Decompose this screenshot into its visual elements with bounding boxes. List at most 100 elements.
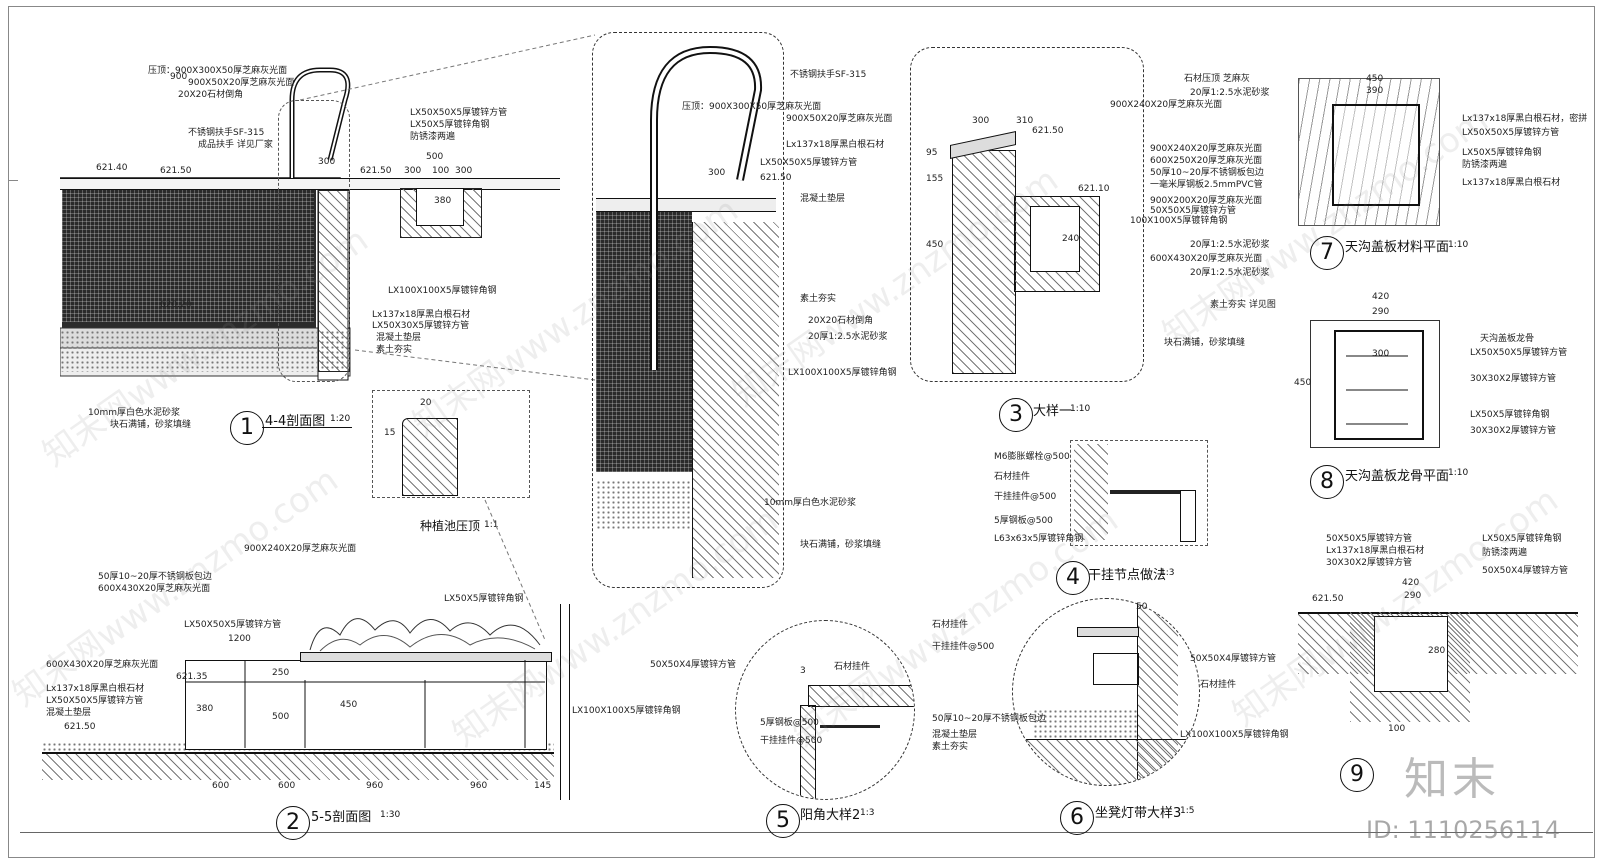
enlarged-note-7: 20X20石材倒角 bbox=[808, 316, 874, 326]
detail-7-scale: 1:10 bbox=[1448, 240, 1469, 250]
s4-note-0: M6膨胀螺栓@500 bbox=[994, 452, 1070, 462]
s2-dim-6: 250 bbox=[272, 668, 290, 678]
s3-note-3: 900X240X20厚芝麻灰光面 bbox=[1150, 144, 1263, 154]
section-5-bracket bbox=[820, 725, 880, 728]
s3-note-12: 20厚1:2.5水泥砂浆 bbox=[1190, 268, 1270, 278]
detail-planter-scale: 1:1 bbox=[484, 520, 499, 530]
s2-note-4: 600X430X20厚芝麻灰光面 bbox=[46, 660, 159, 670]
s4-note-2: 干挂挂件@500 bbox=[994, 492, 1057, 502]
s3-note-10: 20厚1:2.5水泥砂浆 bbox=[1190, 240, 1270, 250]
section-5-stone bbox=[808, 685, 914, 707]
enlarged-note-5: 混凝土垫层 bbox=[800, 194, 846, 204]
planter-cap-dim-v: 15 bbox=[384, 428, 396, 438]
s4-note-3: 5厚钢板@500 bbox=[994, 516, 1053, 526]
section-1-gutter-box bbox=[416, 188, 464, 226]
detail-5-scale: 1:3 bbox=[860, 808, 875, 818]
s1-note-5: LX50X50X5厚镀锌方管 bbox=[410, 108, 508, 118]
s1-dim-1: 300 bbox=[318, 157, 336, 167]
s6-note-6: 石材挂件 bbox=[1200, 680, 1237, 690]
s3-note-4: 600X250X20厚芝麻灰光面 bbox=[1150, 156, 1263, 166]
s1-note-11: 混凝土垫层 bbox=[376, 333, 422, 343]
s8-dim-3: 290 bbox=[1372, 307, 1390, 317]
s1-note-13: 10mm厚白色水泥砂浆 bbox=[88, 408, 180, 418]
s1-note-6: LX50X5厚镀锌角钢 bbox=[410, 120, 490, 130]
enlarged-handrail bbox=[650, 45, 763, 370]
section-4-frame bbox=[1070, 440, 1208, 546]
s3-dim-4: 155 bbox=[926, 174, 944, 184]
s9-dim-1: 420 bbox=[1402, 578, 1420, 588]
s1-note-0: 压顶：900X300X50厚芝麻灰光面 bbox=[148, 66, 288, 76]
s2-note-2: 600X430X20厚芝麻灰光面 bbox=[98, 584, 211, 594]
detail-6-title: 坐凳灯带大样3 bbox=[1095, 806, 1182, 821]
s2-dim-4: 145 bbox=[534, 781, 552, 791]
s9-note-1: Lx137x18厚黑白根石材 bbox=[1326, 546, 1425, 556]
section-2-bench-top bbox=[300, 652, 552, 662]
s1-dim-5: 500 bbox=[426, 152, 444, 162]
detail-6-scale: 1:5 bbox=[1180, 806, 1195, 816]
section-3-outline bbox=[910, 47, 1144, 382]
enlarged-gravel bbox=[596, 480, 692, 530]
s2-dim-2: 960 bbox=[366, 781, 384, 791]
enlarged-section-outline bbox=[592, 32, 784, 588]
enlarged-note-6: 素土夯实 bbox=[800, 294, 837, 304]
s9-note-0: 50X50X5厚镀锌方管 bbox=[1326, 534, 1412, 544]
s6-note-2: 50厚10~20厚不锈钢板包边 bbox=[932, 714, 1046, 724]
s9-dim-0: 621.50 bbox=[1312, 594, 1344, 604]
s2-note-7: 混凝土垫层 bbox=[46, 708, 92, 718]
section-1-side-wall bbox=[318, 190, 350, 372]
s6-note-5: 50X50X4厚镀锌方管 bbox=[1190, 654, 1276, 664]
section-2-right-wall bbox=[560, 604, 570, 800]
s6-note-1: 干挂挂件@500 bbox=[932, 642, 995, 652]
s1-dim-8: 300 bbox=[455, 166, 473, 176]
s4-note-1: 石材挂件 bbox=[994, 472, 1031, 482]
s8-note-2: 30X30X2厚镀锌方管 bbox=[1470, 374, 1556, 384]
section-9-pit-void bbox=[1374, 616, 1448, 692]
s3-dim-7: 240 bbox=[1062, 234, 1080, 244]
s1-dim-3: 621.40 bbox=[96, 163, 128, 173]
s1-note-12: 素土夯实 bbox=[376, 345, 413, 355]
s3-dim-5: 450 bbox=[926, 240, 944, 250]
s6-note-4: 素土夯实 bbox=[932, 742, 969, 752]
detail-2-title: 5-5剖面图 bbox=[311, 810, 372, 825]
section-8-frame bbox=[1310, 320, 1440, 448]
s2-dim-8: 450 bbox=[340, 700, 358, 710]
s1-dim-10: 620.20 bbox=[160, 300, 192, 310]
s5-dim-0: 3 bbox=[800, 666, 806, 676]
s5-note-1: 5厚钢板@500 bbox=[760, 718, 819, 728]
section-2-posts bbox=[185, 660, 545, 748]
section-6-ground bbox=[1013, 739, 1199, 785]
section-1-gravel bbox=[60, 330, 350, 372]
s3-note-1: 20厚1:2.5水泥砂浆 bbox=[1190, 88, 1270, 98]
detail-1-number: 1 bbox=[230, 411, 264, 445]
enlarged-note-10: 10mm厚白色水泥砂浆 bbox=[764, 498, 856, 508]
detail-8-scale: 1:10 bbox=[1448, 468, 1469, 478]
enlarged-note-8: 20厚1:2.5水泥砂浆 bbox=[808, 332, 888, 342]
s3-note-2: 900X240X20厚芝麻灰光面 bbox=[1110, 100, 1223, 110]
s8-dim-7: 450 bbox=[1294, 378, 1312, 388]
s1-note-10: LX50X30X5厚镀锌方管 bbox=[372, 321, 470, 331]
enlarged-note-3: Lx137x18厚黑白根石材 bbox=[786, 140, 885, 150]
detail-3-title: 大样一 bbox=[1033, 404, 1073, 419]
detail-1-scale: 1:20 bbox=[330, 414, 351, 424]
s3-note-13: 素土夯实 详见图 bbox=[1210, 300, 1276, 310]
s2-dim-10: 621.50 bbox=[64, 722, 96, 732]
s2-dim-9: 621.35 bbox=[176, 672, 208, 682]
enlarged-dim-level: 621.50 bbox=[760, 173, 792, 183]
planter-cap-dim: 20 bbox=[420, 398, 432, 408]
section-6-circle bbox=[1012, 598, 1200, 786]
detail-8-number: 8 bbox=[1310, 465, 1344, 499]
s1-note-7: 防锈漆两遍 bbox=[410, 132, 456, 142]
enlarged-dim-300: 300 bbox=[708, 168, 726, 178]
s1-dim-6: 300 bbox=[404, 166, 422, 176]
detail-7-title: 天沟盖板材料平面 bbox=[1345, 240, 1450, 255]
enlarged-grid bbox=[596, 210, 692, 472]
s8-dim-0: 420 bbox=[1372, 292, 1390, 302]
s2-note-5: Lx137x18厚黑白根石材 bbox=[46, 684, 145, 694]
s8-dim-6: 300 bbox=[1372, 349, 1390, 359]
detail-4-number: 4 bbox=[1056, 561, 1090, 595]
s2-note-6: LX50X50X5厚镀锌方管 bbox=[46, 696, 144, 706]
s3-note-0: 石材压顶 芝麻灰 bbox=[1184, 74, 1250, 84]
enlarged-note-1: 压顶：900X300X50厚芝麻灰光面 bbox=[682, 102, 822, 112]
s2-dim-7: 500 bbox=[272, 712, 290, 722]
s1-note-1: 900X50X20厚芝麻灰光面 bbox=[188, 78, 295, 88]
